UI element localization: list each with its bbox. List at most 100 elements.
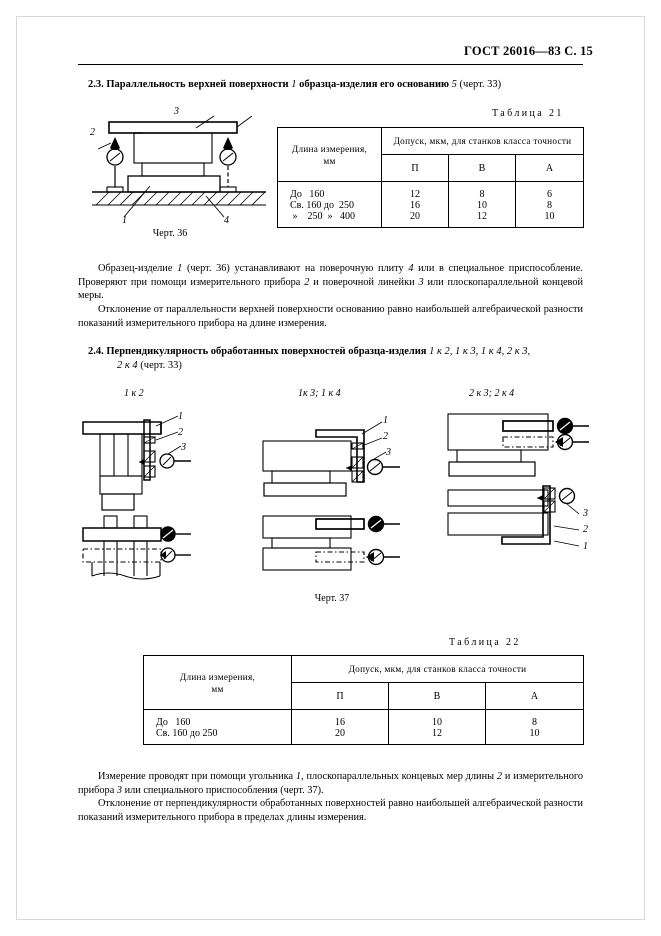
table-21-row-2-label: » 250 » 400 — [277, 211, 382, 228]
table-row: Св. 160 до 250 16 10 8 — [277, 200, 585, 211]
p1-part-b: (черт. 36) устанавливают на поверочную п… — [186, 263, 404, 274]
table-21-header-row-1: Длина измерения, мм Допуск, мкм, для ста… — [277, 127, 585, 182]
p3-ref-3: 3 — [116, 784, 123, 796]
figure-37-g2-callout-2: 2 — [383, 431, 388, 442]
p3-part-a: Измерение проводят при помощи угольника — [98, 771, 294, 782]
table-row: До 160 16 10 8 — [143, 709, 585, 728]
p3-part-b: , плоскопараллельных концевых мер длины — [301, 771, 494, 782]
header-rule — [78, 64, 583, 65]
table-22-row-0-p: 16 — [291, 709, 389, 728]
figure-37-g1-callout-3: 3 — [181, 442, 186, 453]
table-row: Св. 160 до 250 20 12 10 — [143, 728, 585, 745]
table-21-row-0-label: До 160 — [277, 181, 382, 200]
figure-37-g2-callout-1: 1 — [383, 415, 388, 426]
table-22-class-v: В — [388, 682, 486, 710]
figure-37-caption: Черт. 37 — [314, 593, 350, 604]
table-21-header-tolerance: Допуск, мкм, для станков класса точности — [380, 127, 585, 155]
section-2-4-tail: (черт. 33) — [140, 360, 182, 371]
figure-36-caption: Черт. 36 — [152, 228, 188, 239]
table-22-row-1-p: 20 — [291, 728, 389, 745]
figure-36-callout-2: 2 — [90, 127, 95, 138]
table-21-title: Таблица 21 — [492, 108, 564, 119]
p1-ref-3: 3 — [418, 276, 424, 288]
table-21-header-row-2: П В А — [278, 154, 585, 182]
figure-37-g2-callout-3: 3 — [386, 447, 391, 458]
section-2-4-refs-line2: 2 к 4 — [117, 360, 138, 371]
figure-37-group-label-3: 2 к 3; 2 к 4 — [469, 388, 515, 399]
section-2-3-title-2: образца-изделия его основанию — [299, 79, 450, 90]
figure-36-callout-1: 1 — [122, 215, 127, 226]
table-22-header-row-1: Длина измерения, мм Допуск, мкм, для ста… — [143, 655, 585, 710]
table-21-row-1-a: 8 — [514, 200, 585, 211]
section-2-4-heading-line2: 2 к 4 (черт. 33) — [117, 359, 587, 373]
section-2-4-heading: 2.4. Перпендикулярность обработанных пов… — [88, 345, 588, 359]
section-2-3-number: 2.3. — [88, 79, 104, 90]
figure-37-g1-callout-2: 2 — [178, 427, 183, 438]
table-21-class-p: П — [381, 154, 449, 182]
paragraph-2-3-body: Образец-изделие 1 (черт. 36) устанавлива… — [78, 262, 583, 303]
section-2-3-tail: (черт. 33) — [459, 79, 502, 90]
figure-36-callout-3: 3 — [174, 106, 179, 117]
paragraph-2-4-deviation: Отклонение от перпендикулярности обработ… — [78, 797, 583, 824]
p1-ref-2: 2 — [304, 276, 310, 288]
table-22-row-1-v: 12 — [388, 728, 486, 745]
section-2-3-ref-5: 5 — [451, 79, 457, 90]
section-2-4-refs: 1 к 2, 1 к 3, 1 к 4, 2 к 3, — [429, 346, 531, 357]
table-21: Длина измерения, мм Допуск, мкм, для ста… — [277, 127, 585, 228]
p3-part-d: или специального приспособления (черт. 3… — [124, 784, 324, 796]
table-21-row-0-p: 12 — [381, 181, 449, 200]
table-22-row-0-a: 8 — [484, 709, 585, 728]
figure-37-group-1-drawing — [82, 415, 191, 580]
figure-37-group-label-2: 1к 3; 1 к 4 — [298, 388, 341, 399]
figure-36-callout-4: 4 — [224, 215, 229, 226]
table-21-row-2-v: 12 — [448, 211, 516, 228]
table-22-header-length: Длина измерения, мм — [143, 655, 292, 710]
table-21-row-2-a: 10 — [514, 211, 585, 228]
p1-part-a: Образец-изделие — [98, 263, 173, 274]
table-22-class-p: П — [291, 682, 389, 710]
table-21-header-length: Длина измерения, мм — [277, 127, 382, 182]
p3-part-c: и измерительного прибора — [78, 771, 583, 796]
table-22-row-0-label: До 160 — [143, 709, 292, 728]
figure-36-drawing — [92, 115, 266, 218]
figure-37-group-3-drawing — [447, 413, 589, 547]
figure-37-g3-callout-1: 1 — [583, 541, 588, 552]
paragraph-2-3-deviation: Отклонение от параллельности верхней пов… — [78, 303, 583, 330]
table-22-class-a: А — [484, 682, 585, 710]
figure-37-group-label-1: 1 к 2 — [124, 388, 144, 399]
table-22: Длина измерения, мм Допуск, мкм, для ста… — [143, 655, 585, 745]
table-21-class-v: В — [448, 154, 516, 182]
table-22-row-1-label: Св. 160 до 250 — [143, 728, 292, 745]
table-21-row-0-v: 8 — [448, 181, 516, 200]
figure-37-g3-callout-3: 3 — [583, 508, 588, 519]
paragraph-2-4-body: Измерение проводят при помощи угольника … — [78, 770, 583, 797]
p4-text: Отклонение от перпендикулярности обработ… — [78, 798, 583, 823]
section-2-3-title: Параллельность верхней поверхности — [106, 79, 289, 90]
table-21-row-1-label: Св. 160 до 250 — [277, 200, 382, 211]
table-22-title: Таблица 22 — [449, 637, 521, 648]
p3-ref-2: 2 — [496, 771, 502, 782]
figure-37-g1-callout-1: 1 — [178, 411, 183, 422]
figure-37-g3-callout-2: 2 — [583, 524, 588, 535]
table-21-class-a: А — [514, 154, 585, 182]
table-row: » 250 » 400 20 12 10 — [277, 211, 585, 228]
page-header: ГОСТ 26016—83 С. 15 — [464, 44, 593, 58]
section-2-4-title: Перпендикулярность обработанных поверхно… — [106, 346, 427, 357]
table-22-header-tolerance: Допуск, мкм, для станков класса точности — [290, 655, 585, 683]
table-22-row-1-a: 10 — [484, 728, 585, 745]
p2-text: Отклонение от параллельности верхней пов… — [78, 304, 583, 329]
p1-part-e: или плоскопараллельной концевой меры. — [78, 276, 583, 302]
section-2-4-number: 2.4. — [88, 346, 104, 357]
table-21-row-2-p: 20 — [381, 211, 449, 228]
p3-ref-1: 1 — [295, 771, 302, 782]
table-21-row-1-v: 10 — [448, 200, 516, 211]
table-22-header-row-2: П В А — [144, 682, 585, 710]
p1-ref-1: 1 — [177, 263, 183, 274]
table-22-row-0-v: 10 — [388, 709, 486, 728]
section-2-3-ref-1: 1 — [291, 79, 297, 90]
section-2-3-heading: 2.3. Параллельность верхней поверхности … — [88, 78, 588, 92]
p1-ref-4: 4 — [408, 263, 414, 274]
p1-part-c: или в специальное приспособление. Провер… — [78, 263, 583, 288]
table-21-row-0-a: 6 — [514, 181, 585, 200]
